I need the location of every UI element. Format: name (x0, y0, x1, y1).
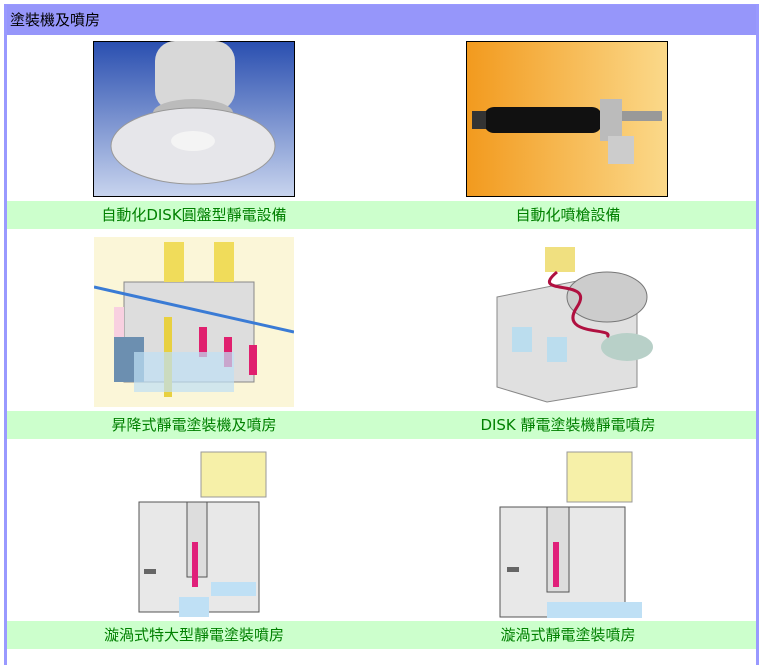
item-label[interactable]: 漩渦式靜電塗裝噴房 (500, 626, 636, 644)
vortex-booth-diagram[interactable] (495, 447, 645, 621)
item-label[interactable]: DISK 靜電塗裝機靜電噴房 (480, 416, 656, 434)
item-label[interactable]: 自動化噴槍設備 (515, 206, 621, 224)
caption-row-1: 自動化DISK圓盤型靜電設備 自動化噴槍設備 (7, 201, 756, 229)
vortex-large-booth-diagram[interactable] (119, 447, 269, 621)
item-label[interactable]: 昇降式靜電塗裝機及噴房 (111, 416, 277, 434)
lifting-electrostatic-booth-diagram[interactable] (94, 237, 294, 407)
item-label[interactable]: 自動化DISK圓盤型靜電設備 (101, 206, 287, 224)
caption-row-2: 昇降式靜電塗裝機及噴房 DISK 靜電塗裝機靜電噴房 (7, 411, 756, 439)
item-label[interactable]: 漩渦式特大型靜電塗裝噴房 (103, 626, 284, 644)
automatic-spray-gun-photo[interactable] (466, 41, 668, 197)
caption-row-3: 漩渦式特大型靜電塗裝噴房 漩渦式靜電塗裝噴房 (7, 621, 756, 649)
disk-electrostatic-booth-diagram[interactable] (487, 237, 655, 407)
disk-electrostatic-equipment-photo[interactable] (93, 41, 295, 197)
content-frame: 塗裝機及噴房 自動化DISK圓盤型靜電設備 自動化噴槍設備 昇降式靜電塗裝機及噴… (4, 4, 759, 665)
section-header: 塗裝機及噴房 (7, 5, 756, 35)
